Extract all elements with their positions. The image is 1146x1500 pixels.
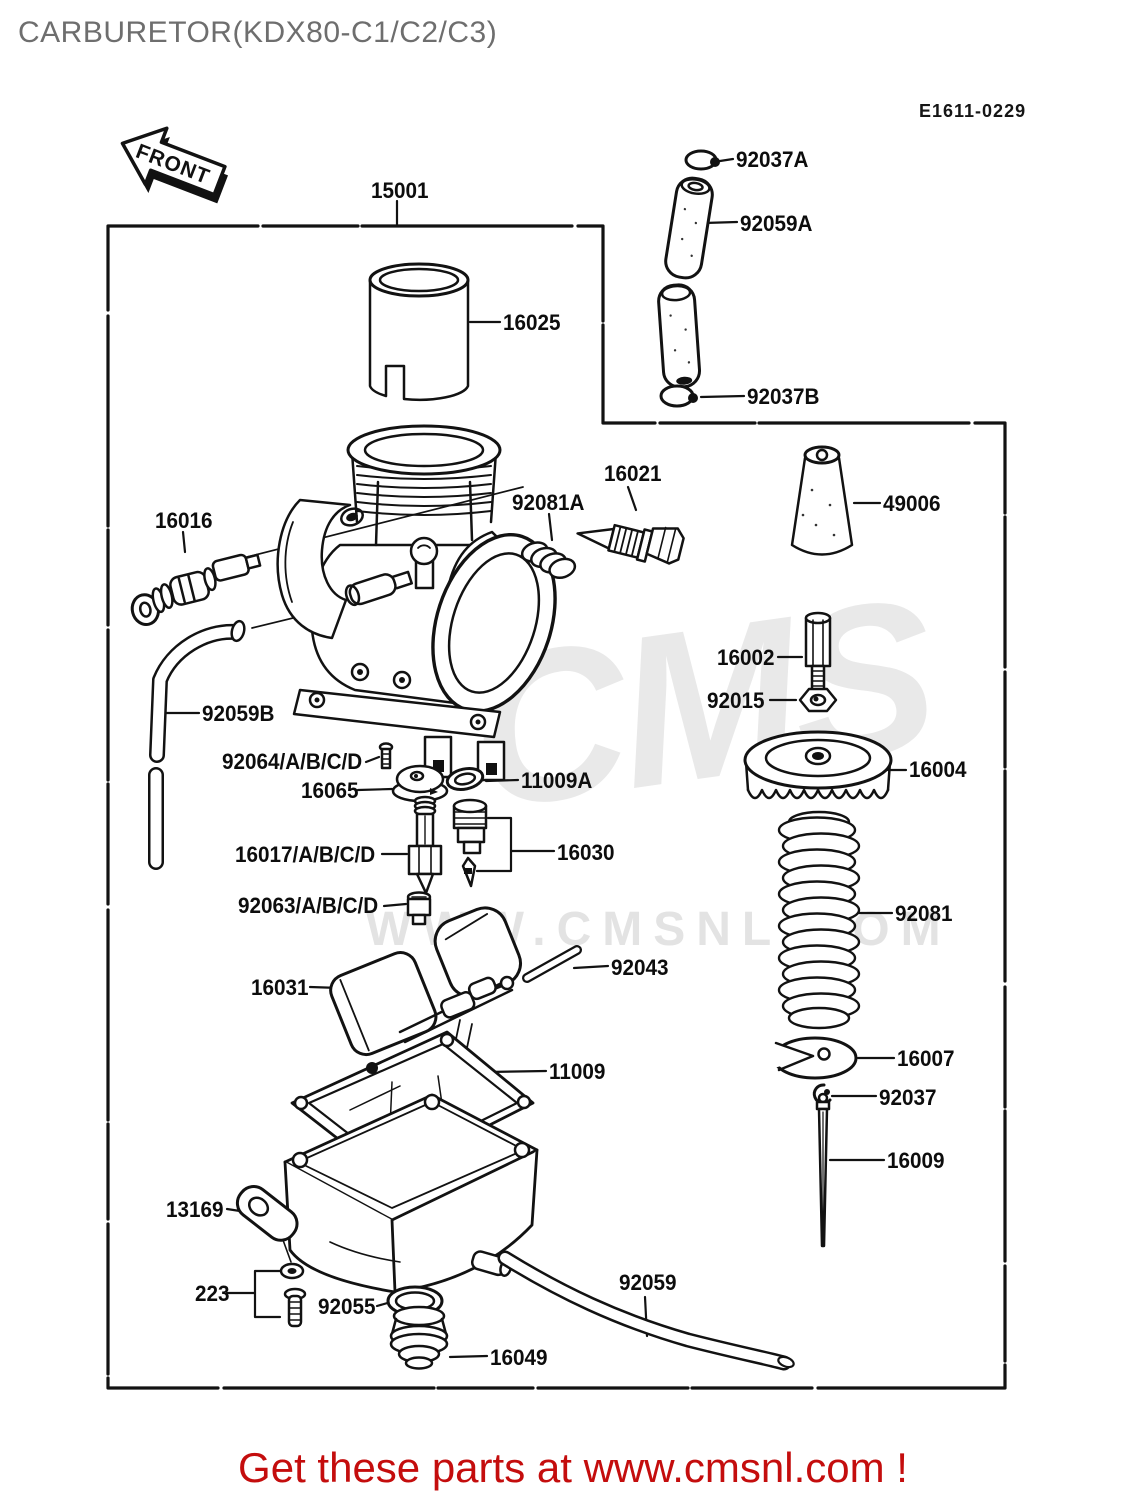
spring-92081-sketch bbox=[777, 810, 861, 1030]
carburetor-body-sketch bbox=[276, 424, 557, 782]
pilot-jet-92063-sketch bbox=[406, 891, 432, 926]
hose-92059-sketch bbox=[497, 1250, 795, 1371]
part-label-16021: 16021 bbox=[604, 461, 662, 486]
part-label-92037B: 92037B bbox=[747, 384, 820, 409]
main-jet-16030-sketch bbox=[452, 798, 488, 888]
hose-92059A-sketch bbox=[657, 176, 714, 389]
part-label-49006: 49006 bbox=[883, 491, 941, 516]
part-label-92037: 92037 bbox=[879, 1085, 937, 1110]
part-label-92059B: 92059B bbox=[202, 701, 275, 726]
hose-92059B-sketch bbox=[148, 619, 246, 870]
cap-16065-sketch bbox=[391, 764, 449, 803]
part-label-92063: 92063/A/B/C/D bbox=[238, 893, 379, 918]
page-title: CARBURETOR(KDX80-C1/C2/C3) bbox=[18, 16, 498, 49]
part-label-15001: 15001 bbox=[371, 178, 429, 203]
part-label-11009: 11009 bbox=[549, 1059, 606, 1084]
jet-needle-16009-sketch bbox=[815, 1092, 831, 1248]
bracket-13169-sketch bbox=[235, 1185, 299, 1263]
part-label-223: 223 bbox=[195, 1281, 230, 1306]
part-label-92064: 92064/A/B/C/D bbox=[222, 749, 363, 774]
oring-11009A-sketch bbox=[445, 767, 485, 791]
front-arrow: FRONT bbox=[120, 126, 229, 204]
throttle-slide-16025-sketch bbox=[368, 262, 470, 402]
float-bowl-sketch bbox=[283, 1093, 539, 1294]
spring-seat-16007-sketch bbox=[768, 1036, 858, 1080]
part-label-16007: 16007 bbox=[897, 1046, 955, 1071]
part-label-16004: 16004 bbox=[909, 757, 967, 782]
clamp-92037A-sketch bbox=[684, 149, 720, 171]
part-label-16009: 16009 bbox=[887, 1148, 945, 1173]
screw-92064-sketch bbox=[378, 742, 394, 770]
diagram-border bbox=[106, 224, 1007, 1390]
adjuster-16002-sketch bbox=[804, 611, 832, 692]
leader-lines bbox=[162, 157, 908, 1359]
part-label-16002: 16002 bbox=[717, 645, 775, 670]
part-label-16031: 16031 bbox=[251, 975, 309, 1000]
part-label-92055: 92055 bbox=[318, 1294, 376, 1319]
part-label-13169: 13169 bbox=[166, 1197, 224, 1222]
needle-jet-16017-sketch bbox=[407, 795, 443, 895]
part-label-11009A: 11009A bbox=[521, 768, 593, 793]
part-label-16017: 16017/A/B/C/D bbox=[235, 842, 376, 867]
float-pin-92043-sketch bbox=[522, 945, 582, 983]
plunger-cap-49006-sketch bbox=[790, 445, 854, 556]
part-label-92059A: 92059A bbox=[740, 211, 813, 236]
spring-92081A-sketch bbox=[520, 541, 577, 580]
part-label-16049: 16049 bbox=[490, 1345, 548, 1370]
part-label-92081: 92081 bbox=[895, 901, 953, 926]
part-label-16065: 16065 bbox=[301, 778, 359, 803]
part-label-92015: 92015 bbox=[707, 688, 765, 713]
nut-92015-sketch bbox=[798, 687, 838, 713]
part-label-16025: 16025 bbox=[503, 310, 561, 335]
float-16031-sketch bbox=[329, 906, 522, 1063]
footer-link-text[interactable]: Get these parts at www.cmsnl.com ! bbox=[238, 1444, 908, 1491]
screw-set-223-sketch bbox=[279, 1262, 307, 1328]
part-label-92081A: 92081A bbox=[512, 490, 585, 515]
fitting-16016-sketch bbox=[130, 553, 262, 627]
part-label-92059: 92059 bbox=[619, 1270, 677, 1295]
cap-16004-sketch bbox=[743, 730, 893, 800]
part-label-16030: 16030 bbox=[557, 840, 615, 865]
drain-plug-16049-sketch bbox=[389, 1305, 449, 1370]
air-screw-16021-sketch bbox=[576, 523, 685, 565]
part-label-92043: 92043 bbox=[611, 955, 669, 980]
part-label-92037A: 92037A bbox=[736, 147, 809, 172]
clamp-92037B-sketch bbox=[659, 384, 698, 408]
part-label-16016: 16016 bbox=[155, 508, 213, 533]
diagram-reference-code: E1611-0229 bbox=[919, 101, 1027, 121]
